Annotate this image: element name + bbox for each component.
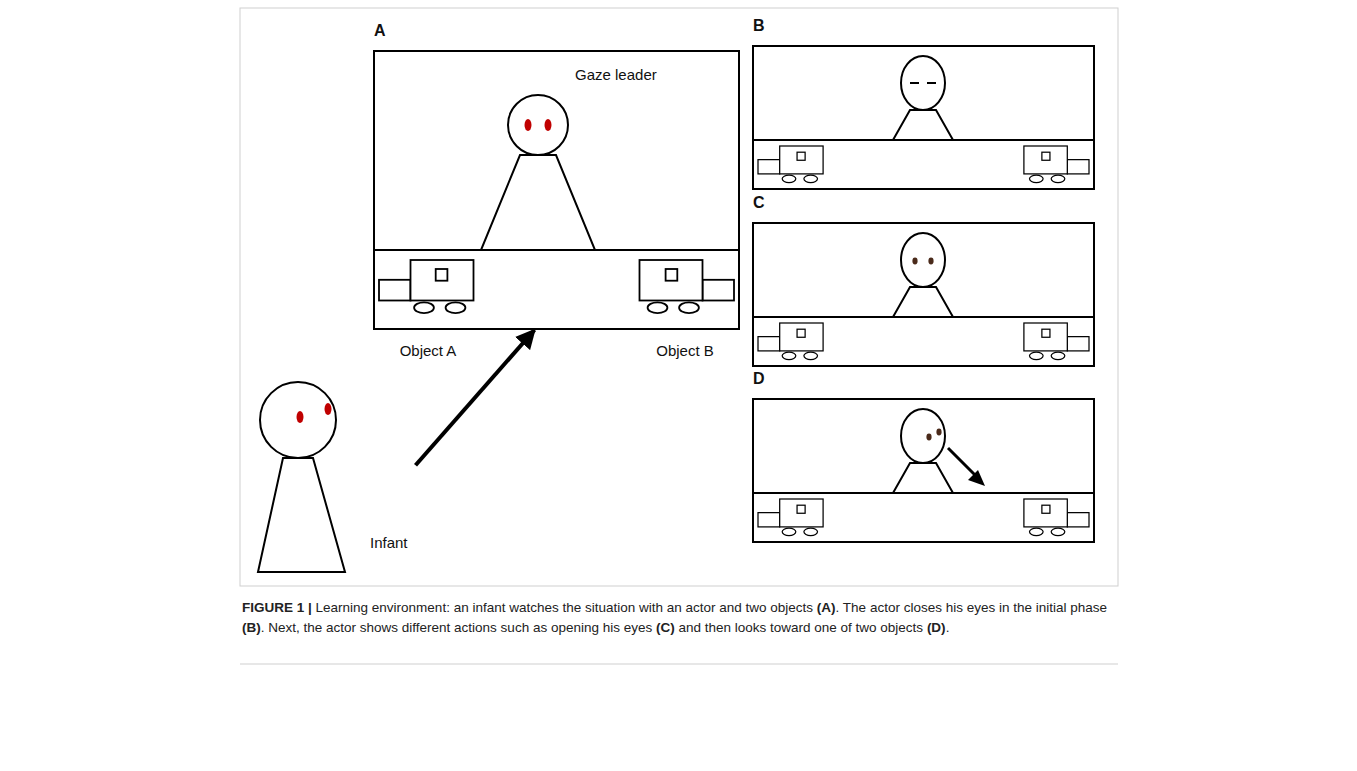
truck-object [1024, 499, 1089, 536]
scene-panel: AGaze leader [373, 50, 740, 330]
table-line [752, 139, 1095, 141]
figure-caption: FIGURE 1 | Learning environment: an infa… [242, 598, 1114, 637]
caption-rule [240, 664, 1118, 665]
figure-label: Gaze leader [575, 66, 657, 84]
caption-run: and then looks toward one of two objects [675, 620, 927, 635]
caption-run: . The actor closes his eyes in the initi… [836, 600, 1107, 615]
truck-object [758, 146, 823, 183]
caption-run: (C) [656, 620, 675, 635]
truck-object [758, 499, 823, 536]
infant-eye [297, 411, 304, 423]
truck-object [1024, 146, 1089, 183]
caption-run: FIGURE 1 | [242, 600, 312, 615]
actor-eye [926, 434, 931, 441]
actor-eye [525, 119, 532, 131]
object-label: Object B [656, 342, 714, 360]
panel-c-scene [752, 233, 1095, 360]
table-line [373, 249, 740, 251]
scene-panel: B [752, 45, 1095, 190]
actor-head [901, 233, 945, 287]
truck-object [379, 260, 474, 313]
panel-d-scene [752, 409, 1095, 536]
scene-panel: D [752, 398, 1095, 543]
actor-head [901, 409, 945, 463]
actor-body [893, 463, 953, 493]
actor-eye [936, 429, 941, 436]
caption-run: . [946, 620, 950, 635]
caption-run: (D) [927, 620, 946, 635]
panel-letter: B [753, 16, 765, 35]
caption-run: (B) [242, 620, 261, 635]
panel-a-scene [373, 95, 740, 313]
caption-run: (A) [817, 600, 836, 615]
truck-object [640, 260, 735, 313]
infant-body [258, 458, 345, 572]
panel-letter: D [753, 369, 765, 388]
closed-eye [927, 82, 936, 84]
panel-letter: C [753, 193, 765, 212]
actor-eye [545, 119, 552, 131]
actor-body [481, 155, 595, 250]
infant-node: Infant [258, 378, 416, 572]
table-line [752, 492, 1095, 494]
closed-eye [910, 82, 919, 84]
infant-figure [258, 382, 345, 572]
figure-label: Infant [370, 534, 408, 552]
caption-run: Learning environment: an infant watches … [312, 600, 817, 615]
actor-eye [928, 258, 933, 265]
infant-head [260, 382, 336, 458]
infant-eye [325, 403, 332, 415]
actor-head [901, 56, 945, 110]
truck-object [758, 323, 823, 360]
table-line [752, 316, 1095, 318]
actor-body [893, 110, 953, 140]
object-label: Object A [400, 342, 457, 360]
caption-run: . Next, the actor shows different action… [261, 620, 656, 635]
panel-letter: A [374, 21, 386, 40]
scene-panel: C [752, 222, 1095, 367]
actor-head [508, 95, 568, 155]
actor-eye [912, 258, 917, 265]
gaze-arrow [948, 448, 978, 478]
panel-b-scene [752, 56, 1095, 183]
figure-frame [240, 8, 1118, 586]
actor-body [893, 287, 953, 317]
truck-object [1024, 323, 1089, 360]
gaze-arrowhead [968, 470, 985, 486]
